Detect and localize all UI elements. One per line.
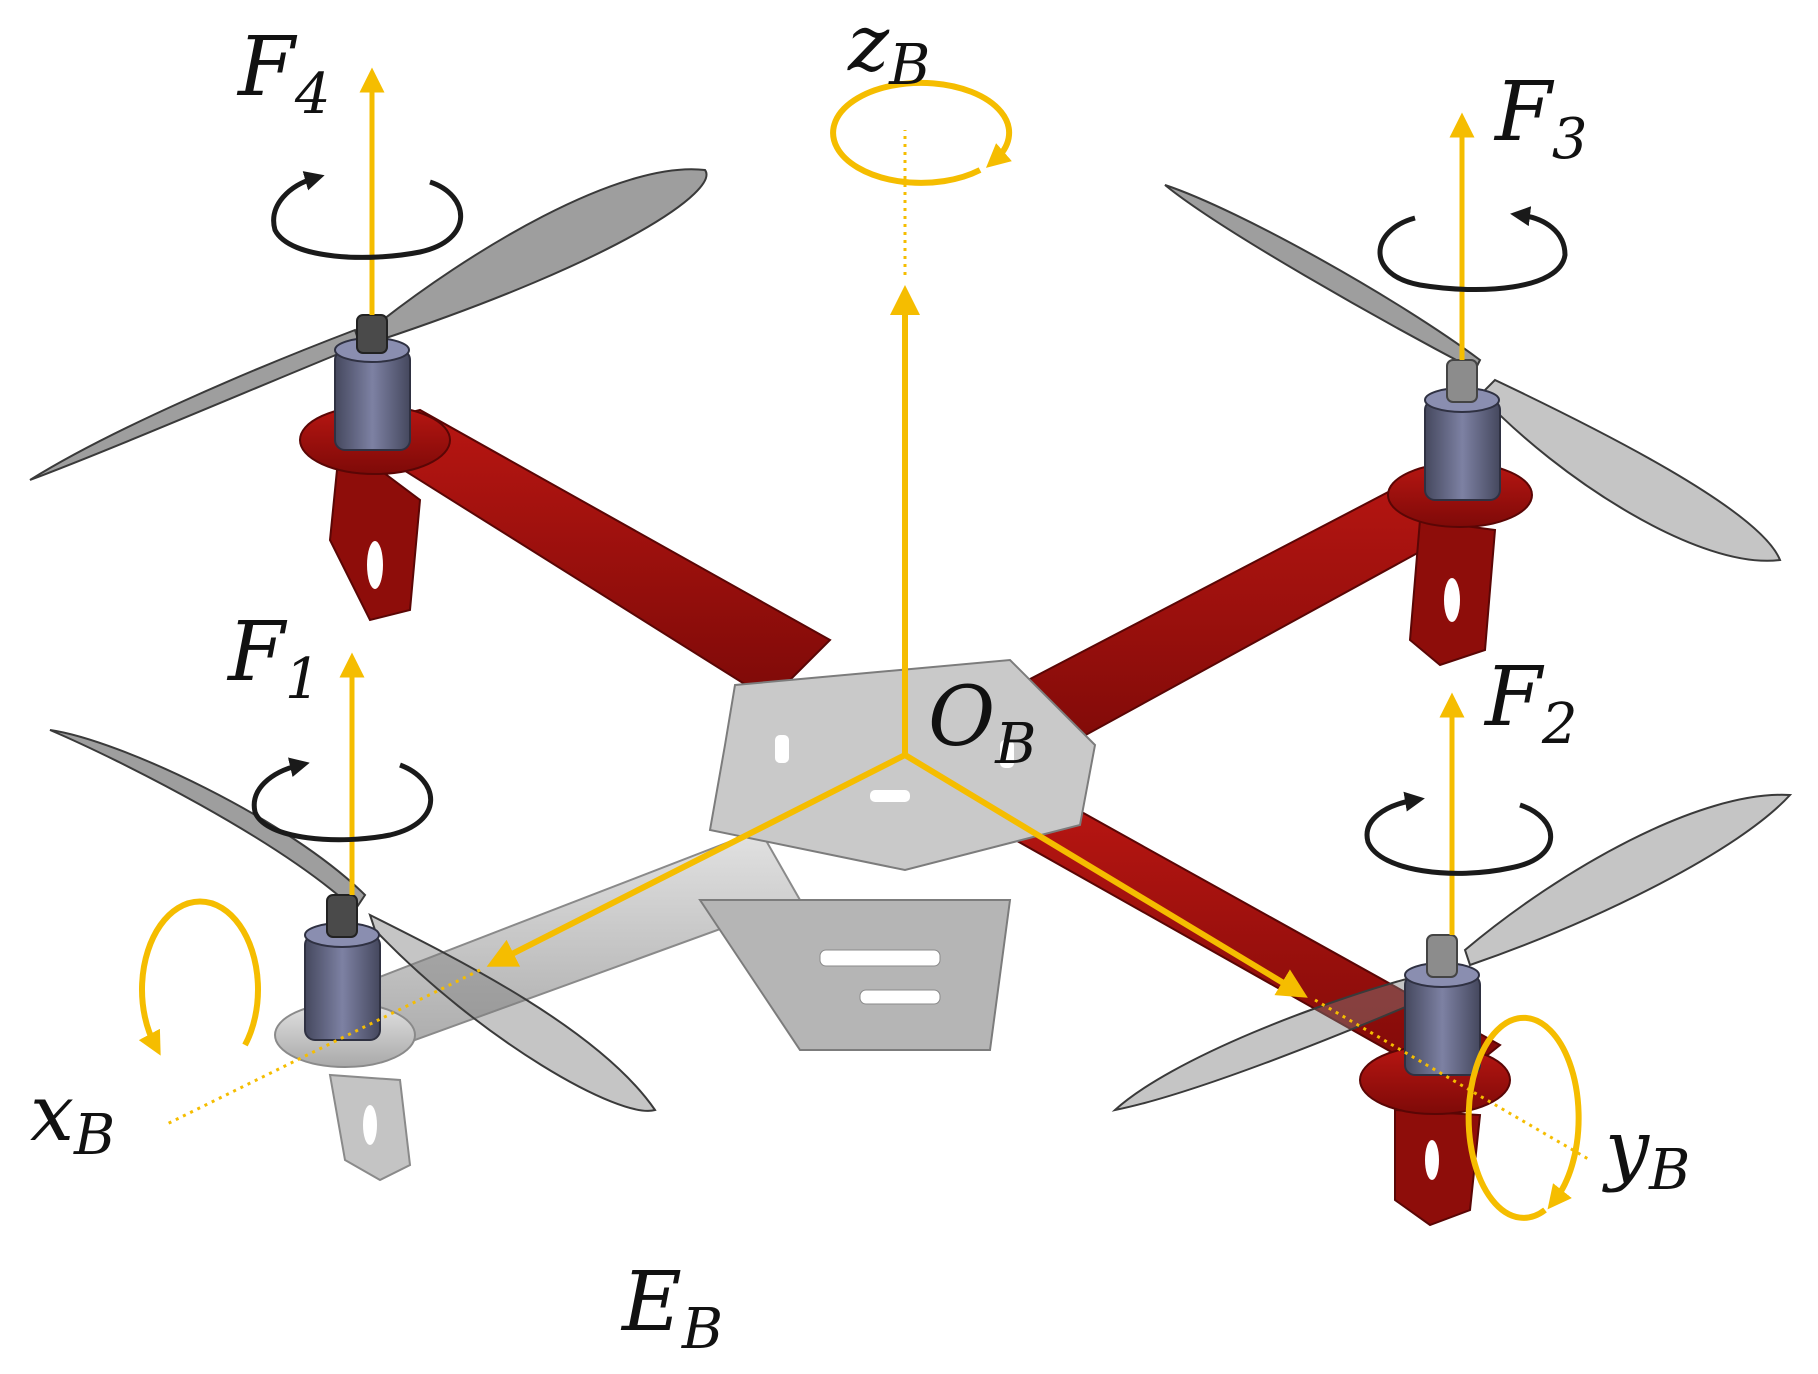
label-y-axis: yB: [1602, 1104, 1690, 1203]
rotation-arrow-icon: [251, 171, 1568, 876]
center-plate: [698, 658, 1097, 1051]
x-axis-dotted: [164, 968, 481, 1127]
label-x-axis: xB: [30, 1069, 115, 1168]
thrust-arrows: [339, 67, 1475, 935]
y-axis-dotted: [1314, 998, 1591, 1162]
y-axis-arrow: [903, 752, 1308, 998]
labels: zB F4 F3 F1 F2 OB xB yB EB: [30, 0, 1690, 1362]
motor-2: [1404, 934, 1481, 1076]
motor-4: [334, 314, 411, 451]
body-axes: [164, 130, 1591, 1162]
motor-1: [304, 894, 381, 1041]
label-f2: F2: [1483, 650, 1578, 757]
rotation-arrow-icon: [138, 79, 1582, 1221]
label-z-axis: zB: [847, 0, 930, 98]
label-frame: EB: [620, 1255, 723, 1362]
motor-3: [1424, 359, 1501, 501]
label-f3: F3: [1493, 65, 1588, 172]
propeller-icon: [29, 168, 1793, 1112]
label-f1: F1: [226, 605, 321, 712]
x-axis-arrow: [486, 752, 907, 967]
label-f4: F4: [236, 20, 331, 127]
label-origin: OB: [928, 670, 1036, 777]
